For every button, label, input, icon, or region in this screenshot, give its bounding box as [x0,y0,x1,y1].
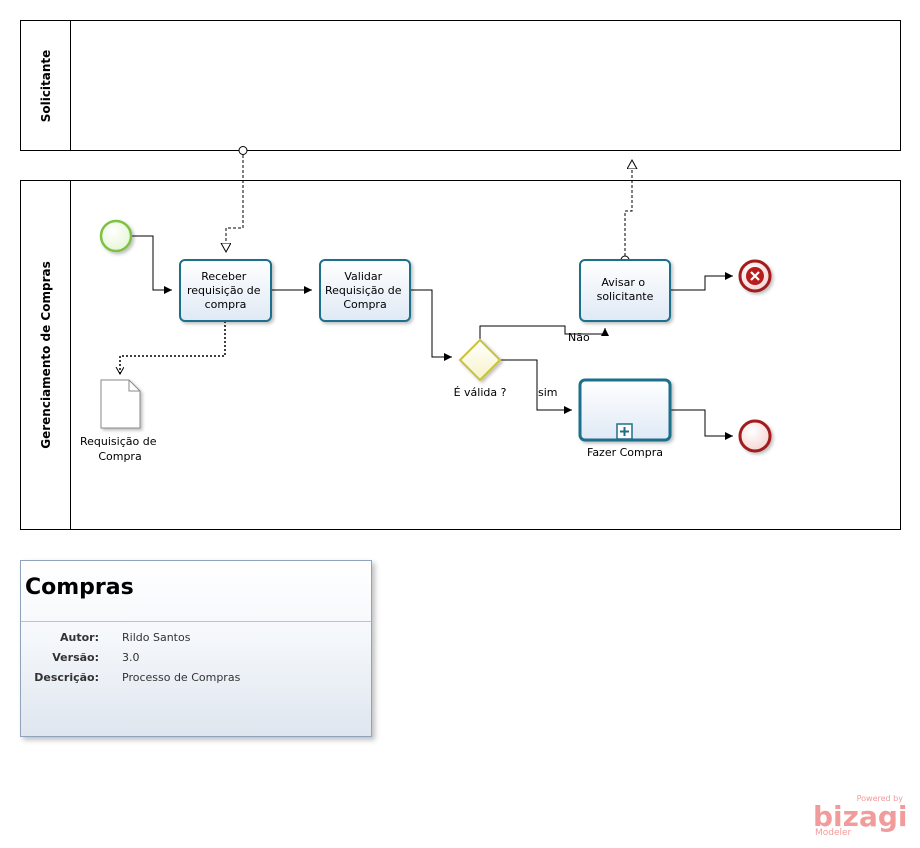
end-event-error[interactable] [738,259,772,293]
info-value: 3.0 [122,651,140,664]
expand-plus-icon[interactable] [616,423,633,440]
bizagi-logo: Powered by bizagi Modeler [813,794,907,842]
task-label-receber: Receber requisição de compra [187,270,264,311]
info-row-versao: Versão: 3.0 [21,651,371,667]
lane-label-gerenciamento: Gerenciamento de Compras [39,261,53,448]
flow-label-sim: sim [538,386,558,399]
brand-name-text: bizagi [813,800,908,833]
process-info-box: Compras Autor: Rildo Santos Versão: 3.0 … [20,560,372,737]
subprocess-label: Fazer Compra [587,446,663,459]
data-object-requisicao[interactable] [100,379,141,429]
lane-gerenciamento: Gerenciamento de Compras [20,180,901,530]
task-receber-requisicao[interactable]: Receber requisição de compra [179,259,272,322]
task-label-validar: Validar Requisição de Compra [325,270,405,311]
flow-gateway-fazer [498,359,572,414]
flow-label-nao: Não [568,331,590,344]
task-avisar-solicitante[interactable]: Avisar o solicitante [579,259,671,322]
info-row-descricao: Descrição: Processo de Compras [21,671,371,687]
subprocess-fazer-compra[interactable] [578,378,672,442]
info-key: Autor: [60,631,99,644]
data-association [120,321,226,374]
message-flow-to-receber [226,146,248,253]
lane-solicitante: Solicitante [20,20,901,151]
info-value: Rildo Santos [122,631,191,644]
flow-fazer-end [670,409,733,440]
task-label-avisar: Avisar o solicitante [597,276,654,303]
flow-start-receber [131,235,172,294]
brand-powered-text: Powered by [856,794,903,803]
info-value: Processo de Compras [122,671,241,684]
info-key: Versão: [52,651,99,664]
info-row-autor: Autor: Rildo Santos [21,631,371,647]
process-title: Compras [25,575,134,600]
task-validar-requisicao[interactable]: Validar Requisição de Compra [319,259,411,322]
info-key: Descrição: [34,671,99,684]
brand-sub-text: Modeler [815,828,852,838]
data-object-label: Requisição de Compra [80,435,160,463]
flow-avisar-end [670,272,733,291]
exclusive-gateway[interactable] [458,338,502,382]
start-event[interactable] [99,219,133,253]
flow-gateway-avisar [479,325,609,340]
lane-label-solicitante: Solicitante [39,50,53,123]
sequence-flows [131,235,733,440]
info-divider [21,621,371,622]
gateway-label: É válida ? [454,386,507,399]
end-event[interactable] [738,419,772,453]
flow-validar-gateway [410,289,452,361]
